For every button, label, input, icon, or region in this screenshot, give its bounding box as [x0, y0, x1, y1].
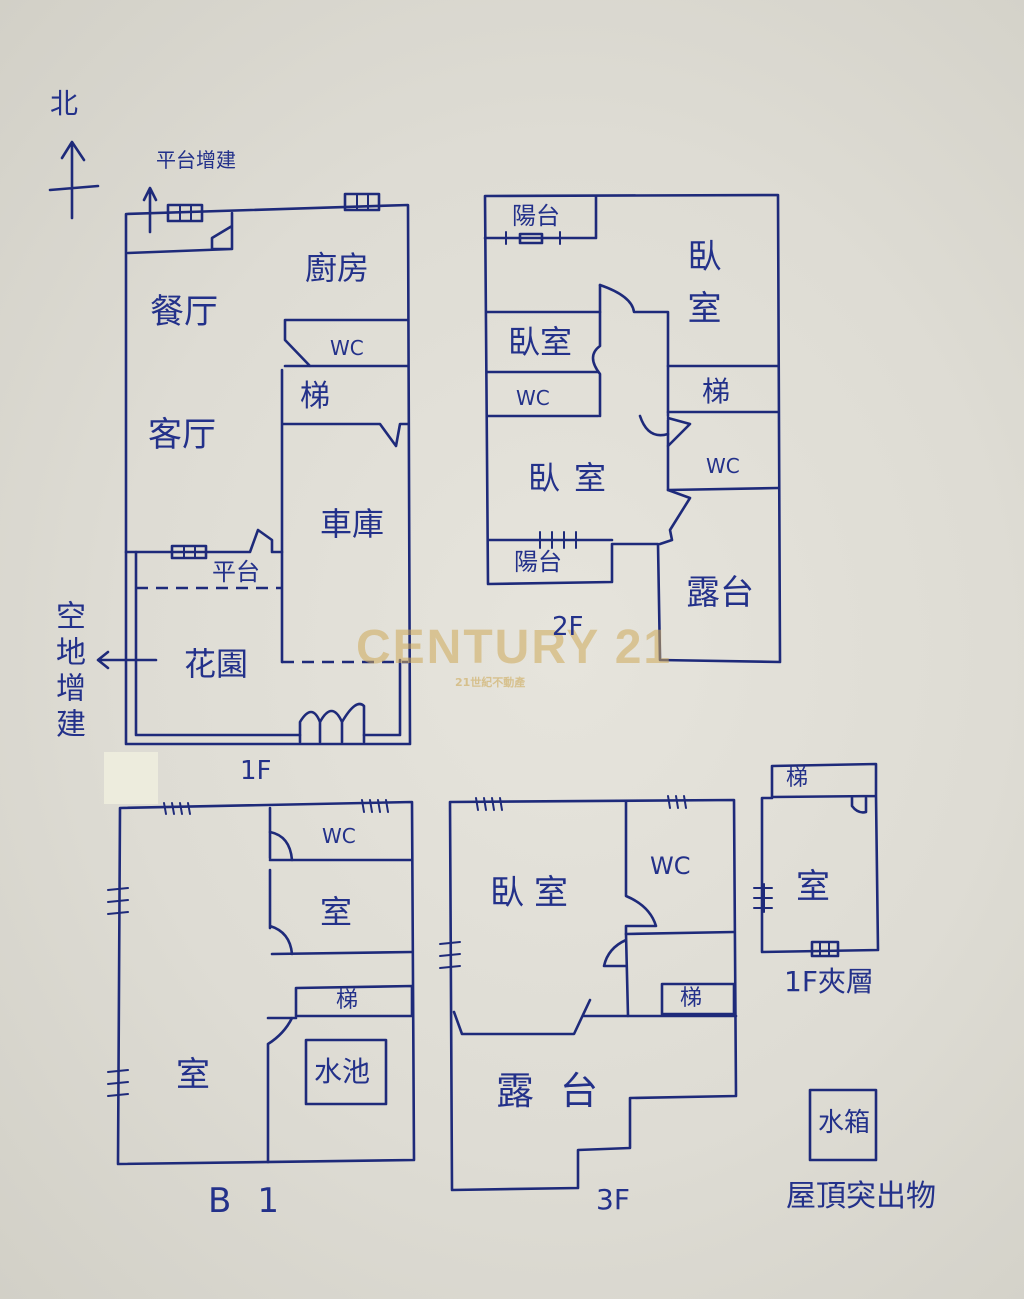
room-mezzanine-stairs: 梯 [786, 766, 809, 791]
room-b1-room-large: 室 [176, 1055, 210, 1095]
room-3f-bedroom: 臥室 [490, 873, 578, 913]
room-2f-bedroom-large: 臥室 [681, 238, 721, 342]
north-arrow-icon [48, 140, 100, 220]
room-b1-sump: 水池 [314, 1055, 371, 1088]
room-living: 客厅 [148, 415, 216, 455]
watermark-logo: CENTURY 21 [356, 621, 673, 674]
tape-piece [104, 752, 158, 804]
room-2f-bedroom-small: 臥室 [508, 323, 573, 361]
room-2f-wc-west: WC [516, 386, 550, 410]
compass-north-label: 北 [50, 87, 79, 120]
room-3f-stairs: 梯 [680, 986, 703, 1011]
room-2f-stairs: 梯 [702, 375, 731, 408]
room-kitchen: 廚房 [305, 249, 370, 287]
floor-label-roof: 屋頂突出物 [786, 1179, 936, 1214]
plan-b1 [107, 799, 416, 1166]
room-mezzanine-room: 室 [796, 867, 830, 907]
plan-1f [96, 186, 412, 746]
room-1f-wc: WC [330, 336, 364, 360]
room-dining: 餐厅 [150, 292, 218, 332]
vacant-land-addition-note: 空地增建 [50, 600, 85, 744]
platform-addition-note: 平台增建 [156, 148, 236, 172]
room-b1-wc: WC [322, 824, 356, 848]
room-3f-terrace: 露台 [496, 1069, 625, 1113]
room-b1-stairs: 梯 [336, 988, 359, 1013]
room-roof-water-tank: 水箱 [818, 1108, 871, 1138]
plan-mezzanine [753, 762, 880, 958]
room-2f-terrace: 露台 [686, 573, 754, 613]
plan-2f [483, 193, 782, 664]
room-2f-balcony-north: 陽台 [512, 202, 560, 230]
floor-label-mezzanine: 1F夾層 [784, 965, 874, 998]
room-2f-bedroom-south: 臥室 [528, 459, 621, 497]
floor-label-1f: 1F [240, 756, 272, 786]
room-garage: 車庫 [320, 505, 385, 543]
room-garden: 花園 [184, 645, 249, 683]
room-b1-room-small: 室 [320, 893, 353, 931]
room-2f-wc-east: WC [706, 454, 740, 478]
floor-label-b1: B1 [208, 1181, 305, 1221]
floor-label-3f: 3F [596, 1183, 630, 1216]
room-3f-wc: WC [650, 852, 691, 880]
watermark-subtitle: 21世紀不動產 [455, 676, 526, 689]
plan-roof [808, 1088, 878, 1162]
room-1f-stairs: 梯 [300, 379, 330, 414]
room-platform: 平台 [212, 558, 260, 586]
floor-label-2f: 2F [552, 612, 584, 642]
room-2f-balcony-south: 陽台 [514, 548, 562, 576]
plan-3f [439, 795, 738, 1192]
